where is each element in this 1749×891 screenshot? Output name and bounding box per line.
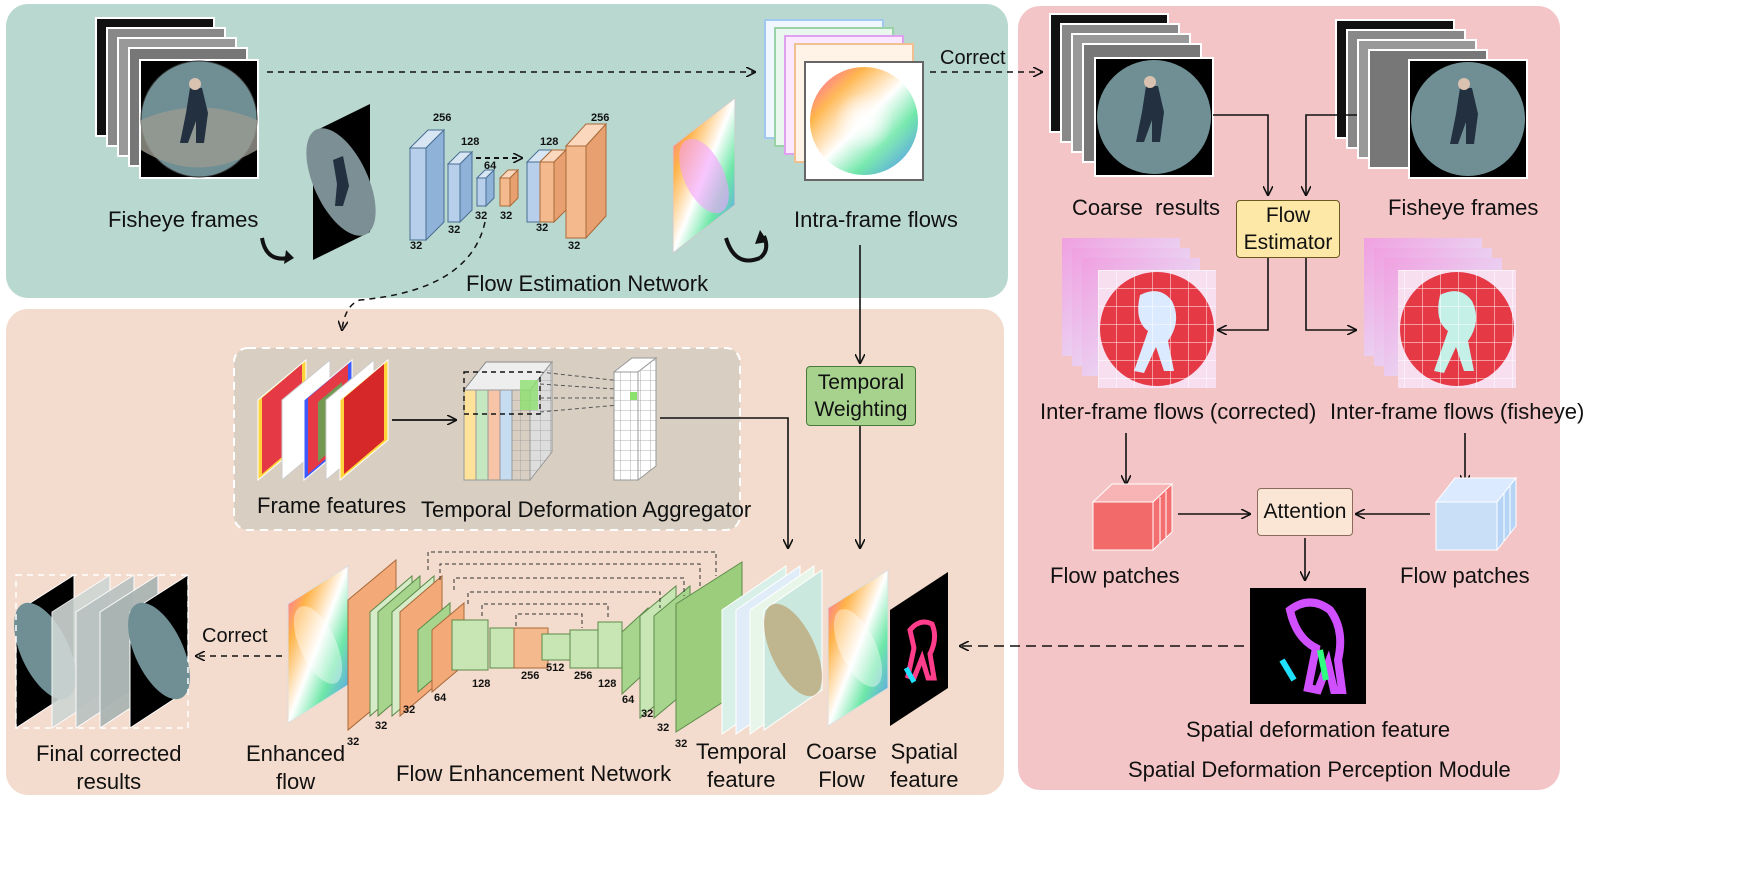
- flow-patches-right-label: Flow patches: [1400, 563, 1530, 588]
- coarse-results-label: Coarse results: [1072, 195, 1220, 220]
- spatial-feature-image: [890, 572, 948, 726]
- unet-dim-label: 32: [568, 240, 581, 252]
- coarse-flow-image: [827, 569, 889, 727]
- intra-flow-tilted: [672, 96, 736, 255]
- correct-label-bottom: Correct: [202, 625, 268, 647]
- aggregator-slices: [462, 360, 554, 482]
- unet-dim-label: 32: [657, 722, 670, 734]
- fisheye-frames-label: Fisheye frames: [108, 207, 259, 232]
- coarse-flow-label: Coarse Flow: [806, 739, 877, 792]
- final-corrected-results-stack: [14, 574, 190, 729]
- unet-dim-label: 128: [461, 136, 480, 148]
- flow-estimation-unet: [408, 128, 496, 242]
- unet-dim-label: 512: [546, 662, 565, 674]
- inter-flows-fisheye-label: Inter-frame flows (fisheye): [1330, 399, 1585, 424]
- inter-flows-corrected-stack: [1062, 238, 1216, 388]
- inter-flows-fisheye-stack: [1364, 238, 1516, 388]
- unet-dim-label: 64: [434, 692, 447, 704]
- flow-estimation-title: Flow Estimation Network: [466, 271, 709, 296]
- inter-flows-corrected-label: Inter-frame flows (corrected): [1040, 399, 1317, 424]
- flow-patches-left-label: Flow patches: [1050, 563, 1180, 588]
- unet-dim-label: 32: [641, 708, 654, 720]
- unet-dim-label: 64: [622, 694, 635, 706]
- unet-dim-label: 256: [433, 112, 452, 124]
- unet-dim-label: 128: [472, 678, 491, 690]
- unet-orange-bottleneck: [498, 168, 520, 208]
- unet-dim-label: 256: [521, 670, 540, 682]
- flow-patches-red: [1091, 482, 1174, 552]
- frame-features-label: Frame features: [257, 493, 407, 518]
- unet-dim-label: 256: [591, 112, 610, 124]
- temporal-aggregator-label: Temporal Deformation Aggregator: [421, 497, 752, 522]
- final-results-label: Final corrected results: [36, 741, 182, 794]
- enhanced-flow-label: Enhanced flow: [246, 741, 346, 794]
- attention-box: Attention: [1257, 488, 1353, 536]
- temporal-feature-stack: [721, 565, 823, 735]
- rotate-arrow-icon: [260, 237, 294, 264]
- fisheye-frames-stack-right: [1335, 19, 1528, 179]
- flow-enhancement-title: Flow Enhancement Network: [396, 761, 672, 786]
- unet-dim-label: 32: [675, 738, 688, 750]
- unet-dim-label: 32: [410, 240, 423, 252]
- unet-dim-label: 32: [536, 222, 549, 234]
- fisheye-frames-stack-left: [95, 17, 259, 179]
- correct-label-top: Correct: [940, 47, 1006, 69]
- enhanced-flow-image: [287, 565, 349, 724]
- aggregator-output-grid: [612, 356, 658, 482]
- unet-dim-label: 32: [448, 224, 461, 236]
- flow-estimator-box: Flow Estimator: [1236, 200, 1340, 258]
- fisheye-frames-right-label: Fisheye frames: [1388, 195, 1539, 220]
- unet-dim-label: 128: [598, 678, 617, 690]
- intra-frame-flows-stack: [764, 19, 924, 181]
- aggregator-projection-lines: [539, 371, 631, 413]
- spatial-module-title: Spatial Deformation Perception Module: [1128, 757, 1511, 782]
- flow-patches-blue: [1434, 476, 1518, 552]
- unet-dim-label: 128: [540, 136, 559, 148]
- unet-dim-label: 32: [347, 736, 360, 748]
- unet-dim-label: 32: [375, 720, 388, 732]
- spatial-deformation-feature-label: Spatial deformation feature: [1186, 717, 1451, 742]
- unet-dim-label: 64: [484, 160, 497, 172]
- unet-skip-connections: [427, 551, 717, 628]
- coarse-results-stack: [1049, 13, 1214, 177]
- unet-dim-label: 32: [475, 210, 488, 222]
- unet-dim-label: 32: [500, 210, 513, 222]
- rotate-arrow-icon: [724, 230, 769, 263]
- flow-enhancement-unet: [347, 558, 743, 733]
- unet-dim-label: 32: [403, 704, 416, 716]
- frame-features-stack: [257, 358, 389, 482]
- temporal-weighting-box: Temporal Weighting: [806, 366, 916, 426]
- temporal-feature-label: Temporal feature: [696, 739, 787, 792]
- unet-decoder: [525, 122, 608, 240]
- spatial-feature-label: Spatial feature: [890, 739, 959, 792]
- rotated-fisheye-frame: [306, 104, 376, 260]
- intra-frame-flows-label: Intra-frame flows: [794, 207, 958, 232]
- unet-dim-label: 256: [574, 670, 593, 682]
- spatial-deformation-feature-image: [1250, 588, 1366, 704]
